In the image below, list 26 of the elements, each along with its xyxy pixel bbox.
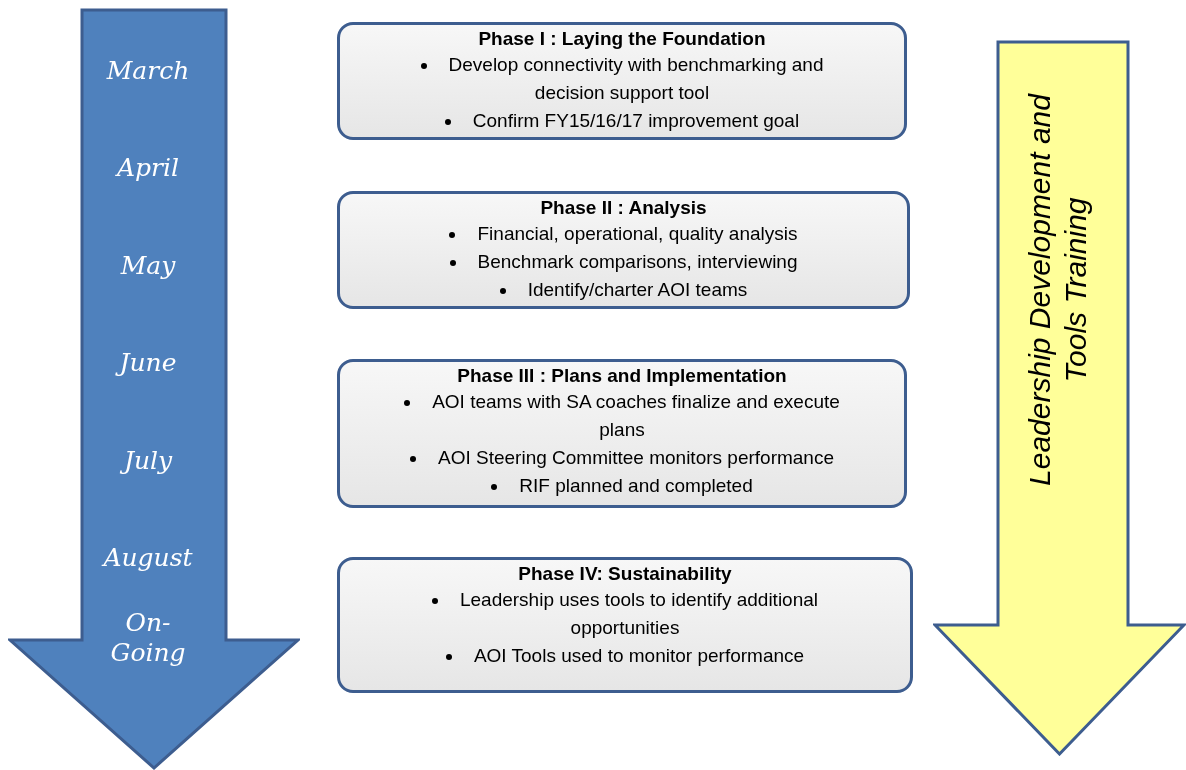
month-label: On-Going [109,608,187,668]
phase-heading: Phase III : Plans and Implementation [456,364,788,388]
bullet-text: RIF planned and completed [519,475,753,496]
month-label: July [88,446,208,476]
phase-box [337,191,910,309]
phase-heading: Phase II : Analysis [539,196,708,220]
phase-heading: Phase I : Laying the Foundation [477,27,767,51]
month-label: June [88,348,208,378]
bullet-text: AOI Tools used to monitor performance [473,645,805,666]
arrow-label: Leadership Development and Tools Training [1021,92,1093,488]
phase-heading: Phase IV: Sustainability [517,562,733,586]
month-label: August [100,543,194,573]
month-label: April [114,153,180,183]
phase-box [337,557,913,693]
bullet-text: Leadership uses tools to identify additional opportunities [459,589,819,638]
phase-box [337,359,907,508]
month-label: March [105,56,191,86]
month-label: May [119,251,177,281]
bullet-text: Develop connectivity with benchmarking and decision support tool [448,54,824,103]
bullet-text: Identify/charter AOI teams [527,279,748,300]
bullet-text: AOI Steering Committee monitors performance [438,447,834,468]
phase-box [337,22,907,140]
bullet-text: Benchmark comparisons, interviewing [477,251,798,272]
bullet-text: Financial, operational, quality analysis [477,223,798,244]
bullet-text: AOI teams with SA coaches finalize and execute plans [432,391,840,440]
bullet-text: Confirm FY15/16/17 improvement goal [472,110,800,131]
